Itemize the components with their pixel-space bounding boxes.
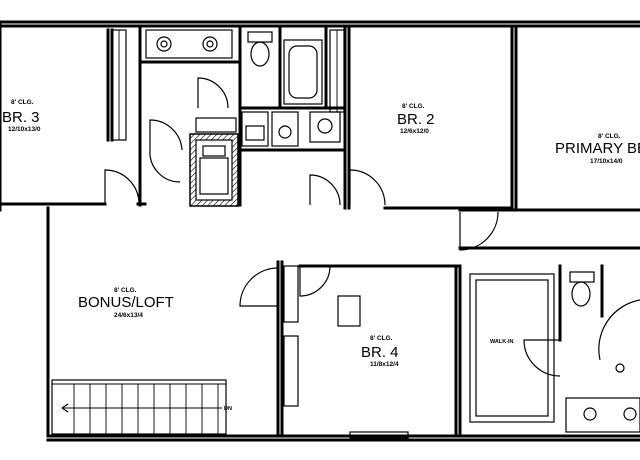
- primary-dims: 17/10x14/0: [590, 158, 623, 165]
- stair-dn-label: DN: [224, 406, 232, 412]
- bonus-ceiling: 8' CLG.: [114, 287, 137, 294]
- room-br3: [0, 28, 147, 206]
- br2-name: BR. 2: [397, 111, 435, 128]
- room-primary: [458, 24, 640, 251]
- stair-treads: [73, 384, 219, 434]
- room-br2: [343, 24, 514, 210]
- bonus-name: BONUS/LOFT: [78, 294, 174, 311]
- primary-name: PRIMARY BE: [555, 140, 640, 157]
- primary-ceiling: 8' CLG.: [598, 133, 621, 140]
- br3-dims: 12/10x13/0: [8, 126, 41, 133]
- br2-dims: 12/6x12/0: [400, 128, 429, 135]
- br4-dims: 11/8x12/4: [370, 361, 399, 368]
- bonus-dims: 24/6x13/4: [114, 312, 143, 319]
- br4-ceiling: 8' CLG.: [370, 335, 393, 342]
- room-br4: [298, 264, 462, 439]
- br4-name: BR. 4: [361, 344, 399, 361]
- stair: DN: [51, 379, 232, 435]
- br2-ceiling: 8' CLG.: [402, 103, 425, 110]
- br3-name: BR. 3: [2, 109, 40, 126]
- bath-core: [138, 24, 347, 207]
- room-walkin: [469, 264, 640, 433]
- exterior-walls: [0, 20, 640, 442]
- room-bonus-loft: [46, 206, 299, 438]
- walkin-name: WALK-IN: [490, 339, 514, 345]
- labels: 8' CLG. BR. 3 12/10x13/0 8' CLG. BR. 2 1…: [2, 99, 640, 368]
- br3-ceiling: 8' CLG.: [11, 99, 34, 106]
